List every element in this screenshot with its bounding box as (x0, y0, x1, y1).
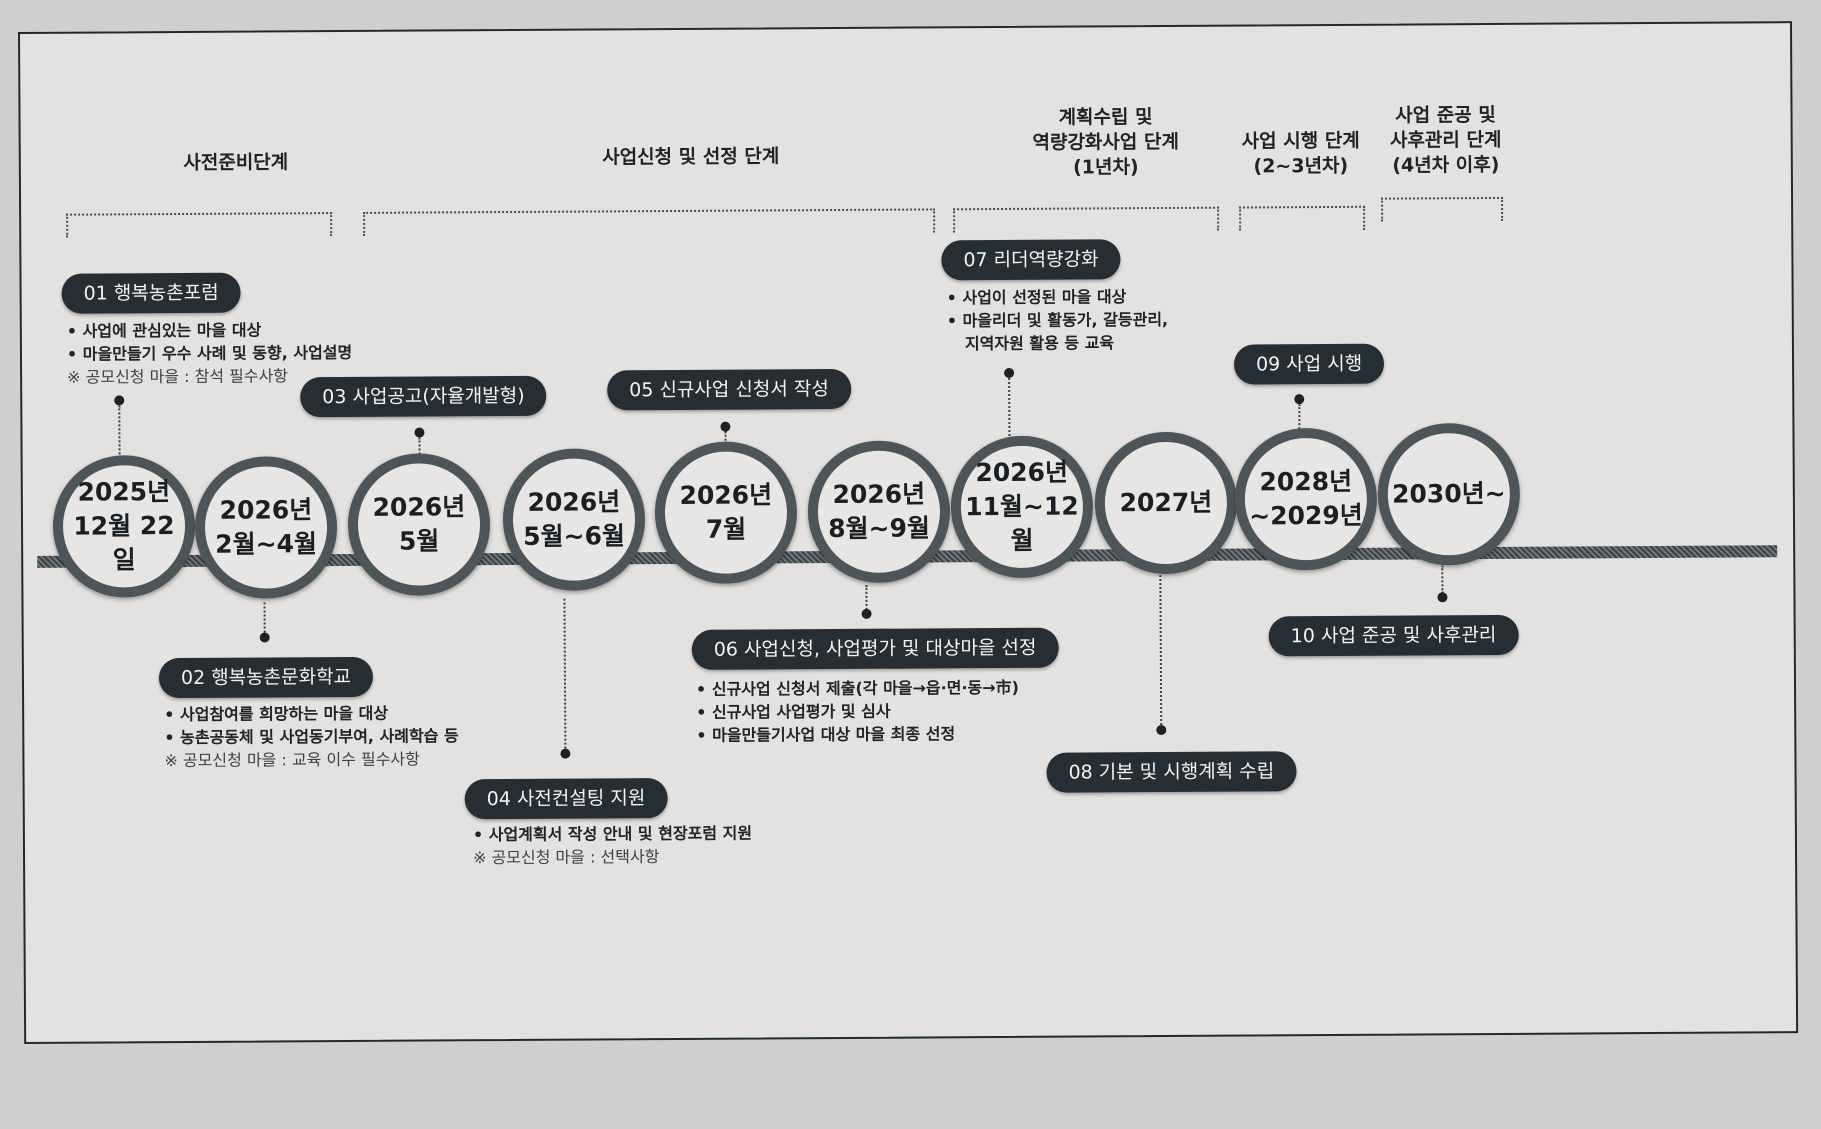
phase-label-implementation: 사업 시행 단계 (2~3년차) (1226, 129, 1376, 180)
phase-bracket-completion (1381, 196, 1504, 222)
node-date-year: 2028년 (1259, 466, 1353, 497)
phase-label-planning: 계획수립 및 역량강화사업 단계 (1년차) (975, 105, 1235, 182)
phase-bracket-preparation (66, 212, 333, 238)
step-01-bullet: 사업에 관심있는 마을 대상 (67, 318, 352, 343)
step-06-bullet: 마을만들기사업 대상 마을 최종 선정 (696, 722, 1019, 747)
step-07-bullet: 마을리더 및 활동가, 갈등관리, (947, 308, 1169, 332)
node-date-period: 11월~12월 (965, 491, 1079, 555)
timeline-node-5: 2026년 7월 (654, 441, 798, 585)
step-10-pill: 10 사업 준공 및 사후관리 (1268, 614, 1519, 657)
timeline-node-4: 2026년 5월~6월 (502, 448, 646, 592)
phase-label-planning-line3: (1년차) (1072, 156, 1139, 179)
timeline-diagram: 사전준비단계 사업신청 및 선정 단계 계획수립 및 역량강화사업 단계 (1년… (18, 21, 1799, 1044)
node-date-year: 2025년 (77, 477, 171, 507)
step-08-pill: 08 기본 및 시행계획 수립 (1046, 751, 1297, 793)
step-06-dot (861, 608, 872, 619)
step-04-dot (560, 748, 571, 759)
node-date-period: 5월~6월 (523, 521, 626, 551)
node-date-period: 5월 (398, 526, 440, 556)
step-07-bullet: 사업이 선정된 마을 대상 (947, 285, 1168, 309)
step-04-pill: 04 사전컨설팅 지원 (464, 778, 668, 820)
step-03-pill: 03 사업공고(자율개발형) (300, 375, 547, 418)
timeline-node-1: 2025년 12월 22일 (52, 454, 196, 598)
step-01-pill: 01 행복농촌포럼 (61, 272, 241, 314)
phase-label-completion-line1: 사업 준공 및 (1395, 103, 1496, 127)
node-date-period: 7월 (705, 514, 747, 544)
step-06-description: 신규사업 신청서 제출(각 마을→읍·면·동→市) 신규사업 사업평가 및 심사… (696, 676, 1019, 747)
step-02-bullet: 사업참여를 희망하는 마을 대상 (164, 701, 459, 726)
step-02-pill: 02 행복농촌문화학교 (158, 656, 374, 699)
timeline-node-6: 2026년 8월~9월 (807, 440, 951, 584)
phase-label-completion: 사업 준공 및 사후관리 단계 (4년차 이후) (1365, 103, 1525, 179)
timeline-node-2: 2026년 2월~4월 (194, 456, 338, 599)
phase-bracket-implementation (1239, 205, 1366, 231)
step-07-pill: 07 리더역량강화 (941, 239, 1121, 281)
step-03-dot (414, 427, 425, 438)
node-date-year: 2026년 (372, 492, 466, 522)
timeline-node-10: 2030년~ (1377, 422, 1521, 566)
step-06-bullet: 신규사업 사업평가 및 심사 (696, 699, 1019, 724)
phase-label-planning-line2: 역량강화사업 단계 (1032, 130, 1179, 154)
step-05-dot (720, 421, 731, 432)
node-date-year: 2026년 (527, 487, 621, 517)
step-08-dot (1156, 724, 1167, 736)
step-04-bullet: 사업계획서 작성 안내 및 현장포럼 지원 (473, 822, 752, 847)
node-date-year: 2026년 (832, 479, 926, 510)
phase-label-completion-line3: (4년차 이후) (1392, 153, 1500, 177)
node-date-year: 2026년 (679, 480, 773, 510)
node-date-period: ~2029년 (1249, 500, 1363, 531)
step-08-connector (1159, 575, 1163, 726)
timeline-node-7: 2026년 11월~12월 (950, 435, 1094, 579)
step-02-description: 사업참여를 희망하는 마을 대상 농촌공동체 및 사업동기부여, 사례학습 등 … (164, 701, 459, 772)
phase-label-implementation-line1: 사업 시행 단계 (1241, 129, 1360, 153)
step-04-description: 사업계획서 작성 안내 및 현장포럼 지원 ※ 공모신청 마을 : 선택사항 (473, 822, 752, 870)
step-01-bullet: 마을만들기 우수 사례 및 동향, 사업설명 (67, 341, 353, 366)
step-02-dot (259, 632, 270, 643)
phase-bracket-planning (953, 206, 1220, 233)
phase-label-completion-line2: 사후관리 단계 (1389, 128, 1502, 152)
timeline-node-3: 2026년 5월 (347, 453, 491, 596)
step-01-dot (114, 395, 125, 406)
phase-label-preparation: 사전준비단계 (183, 151, 289, 174)
node-date-period: 2월~4월 (215, 529, 318, 559)
step-06-bullet: 신규사업 신청서 제출(각 마을→읍·면·동→市) (696, 676, 1019, 701)
phase-bracket-application (363, 208, 936, 236)
step-06-pill: 06 사업신청, 사업평가 및 대상마을 선정 (691, 627, 1059, 670)
step-02-bullet: 농촌공동체 및 사업동기부여, 사례학습 등 (164, 724, 459, 749)
node-date-year: 2030년~ (1391, 478, 1506, 509)
step-04-note: ※ 공모신청 마을 : 선택사항 (472, 847, 660, 868)
node-date-year: 2026년 (975, 457, 1069, 488)
node-date-period: 12월 22일 (73, 511, 175, 575)
step-07-description: 사업이 선정된 마을 대상 마을리더 및 활동가, 갈등관리, 지역자원 활용 … (947, 285, 1169, 355)
step-04-connector (563, 598, 567, 749)
phase-label-implementation-line2: (2~3년차) (1253, 154, 1349, 178)
step-10-dot (1437, 592, 1448, 603)
node-date-year: 2027년 (1119, 487, 1213, 518)
step-07-dot (1004, 367, 1015, 378)
node-date-period: 8월~9월 (828, 513, 931, 544)
step-02-connector (263, 602, 266, 633)
phase-label-application: 사업신청 및 선정 단계 (602, 145, 780, 169)
timeline-node-9: 2028년 ~2029년 (1234, 427, 1378, 571)
step-02-note: ※ 공모신청 마을 : 교육 이수 필수사항 (164, 749, 420, 771)
step-07-bullet-cont: 지역자원 활용 등 교육 (964, 333, 1115, 354)
step-01-description: 사업에 관심있는 마을 대상 마을만들기 우수 사례 및 동향, 사업설명 ※ … (67, 318, 353, 389)
step-06-connector (865, 584, 868, 610)
phase-label-planning-line1: 계획수립 및 (1058, 106, 1153, 129)
step-09-pill: 09 사업 시행 (1233, 343, 1385, 385)
step-05-pill: 05 신규사업 신청서 작성 (607, 368, 851, 411)
step-09-dot (1294, 394, 1305, 405)
node-date-year: 2026년 (219, 495, 313, 525)
timeline-node-8: 2027년 (1094, 431, 1238, 575)
step-10-connector (1441, 565, 1444, 594)
